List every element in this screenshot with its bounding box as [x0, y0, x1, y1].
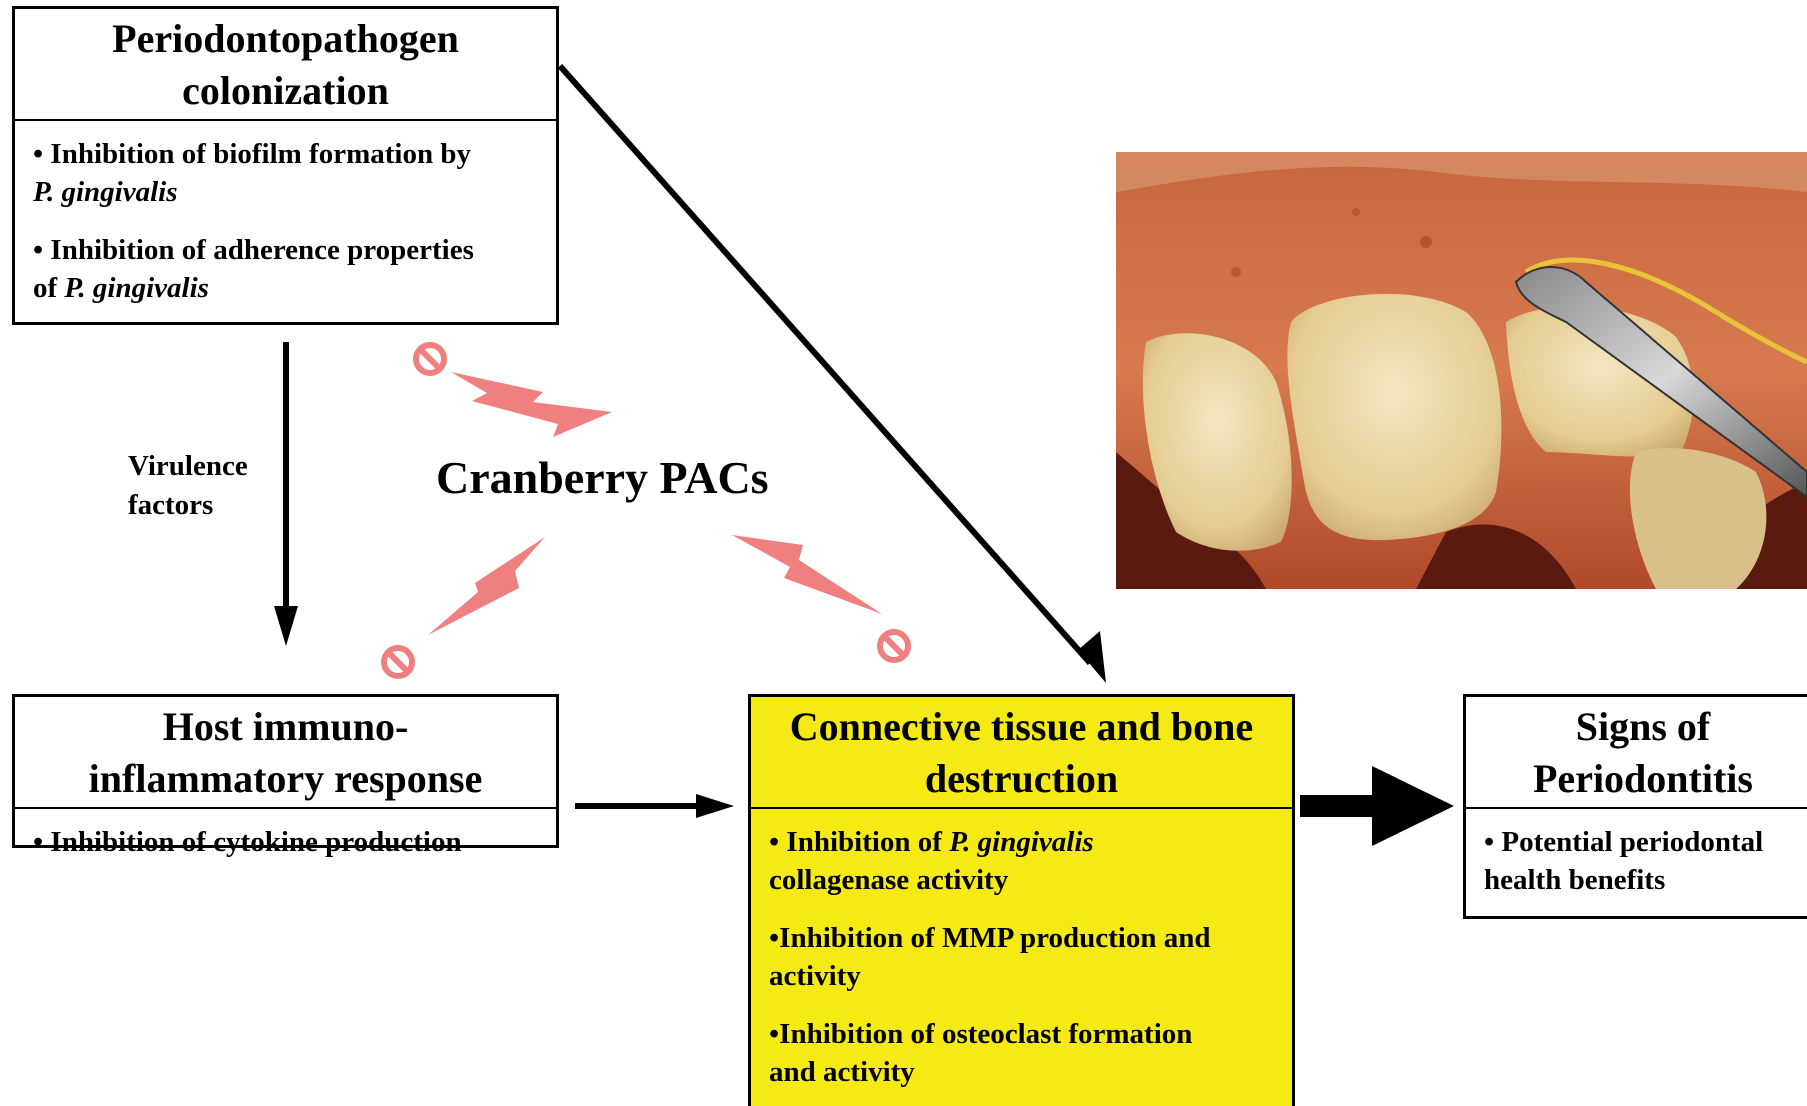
lightning-bolt-icon — [732, 535, 882, 614]
arrow-host-to-destruction — [575, 794, 734, 818]
lightning-bolt-icon — [428, 537, 545, 635]
no-entry-icon — [416, 345, 444, 373]
lightning-bolt-icon — [451, 372, 612, 437]
arrow-colonization-to-host — [274, 342, 298, 646]
no-entry-icon — [880, 632, 908, 660]
no-entry-icon — [384, 648, 412, 676]
arrow-destruction-to-signs — [1300, 766, 1454, 846]
